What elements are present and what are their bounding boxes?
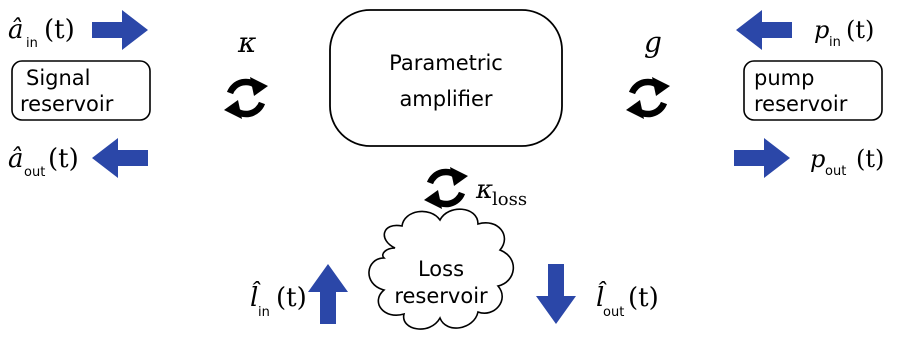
a-in-symbol: â <box>8 15 24 45</box>
p-in-subscript: in <box>829 35 841 50</box>
pump-reservoir-label-line1: pump <box>754 66 814 90</box>
l-out-argument: (t) <box>628 283 659 313</box>
signal-reservoir-label-line2: reservoir <box>20 92 114 116</box>
a-out-arrow-icon <box>92 138 148 178</box>
kappa-loss-symbol: κ <box>475 175 493 205</box>
l-out-symbol: l̂ <box>596 281 608 313</box>
l-in-symbol: l̂ <box>250 281 262 313</box>
l-in-argument: (t) <box>276 283 307 313</box>
p-out-argument: (t) <box>856 145 884 173</box>
p-in-arrow-icon <box>736 10 792 50</box>
signal-reservoir-box <box>11 60 151 121</box>
a-out-argument: (t) <box>48 144 79 174</box>
l-in-arrow-icon <box>308 264 348 324</box>
p-out-symbol: p <box>810 145 825 173</box>
g-label: g <box>644 26 662 59</box>
l-out-arrow-icon <box>536 264 576 324</box>
parametric-amplifier-box <box>329 9 563 147</box>
parametric-amplifier-label-line1: Parametric <box>389 51 503 75</box>
a-in-arrow-icon <box>92 10 148 50</box>
pump-reservoir-label-line2: reservoir <box>754 92 848 116</box>
kappa-exchange-icon <box>224 77 268 119</box>
loss-reservoir-label-line1: Loss <box>418 257 464 281</box>
g-exchange-icon <box>626 77 670 119</box>
a-out-symbol: â <box>8 144 24 174</box>
p-in-argument: (t) <box>846 16 874 44</box>
p-out-arrow-icon <box>734 138 790 178</box>
p-in-symbol: p <box>814 16 829 44</box>
loss-reservoir-cloud <box>368 208 515 330</box>
kappa-loss-subscript: loss <box>492 189 527 210</box>
parametric-amplifier-label-line2: amplifier <box>399 87 492 111</box>
signal-reservoir-label-line1: Signal <box>26 66 91 90</box>
a-in-subscript: in <box>26 36 38 51</box>
a-out-subscript: out <box>24 165 45 180</box>
kappa-loss-exchange-icon <box>424 167 468 209</box>
a-in-argument: (t) <box>44 15 75 45</box>
l-in-subscript: in <box>258 305 270 320</box>
pump-reservoir-box <box>743 60 883 121</box>
loss-reservoir-label-line2: reservoir <box>394 284 488 308</box>
p-out-subscript: out <box>825 164 846 179</box>
l-out-subscript: out <box>603 305 624 320</box>
kappa-label: κ <box>237 26 256 59</box>
